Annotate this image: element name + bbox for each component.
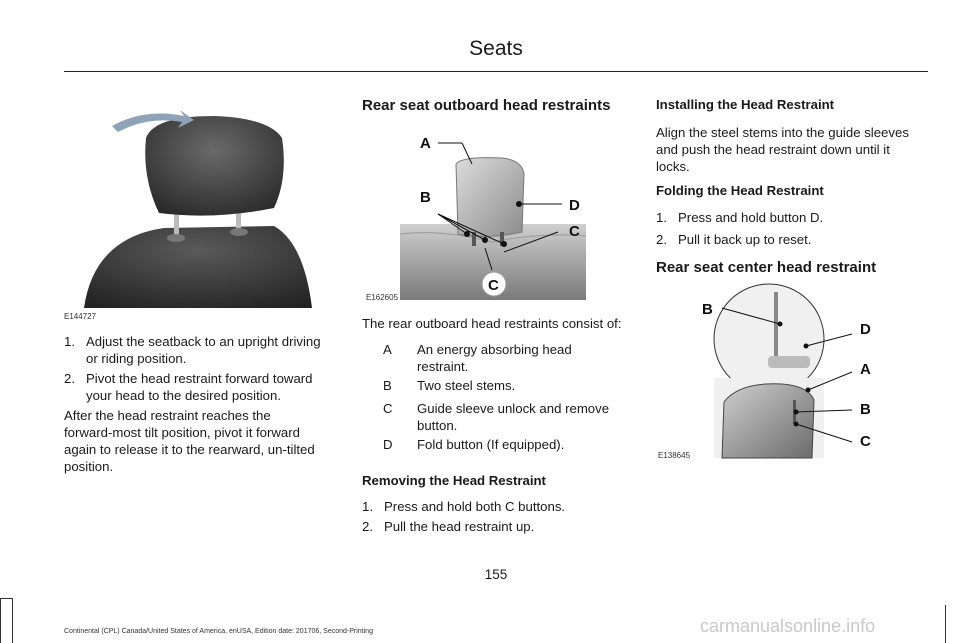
callout-label: D [860, 321, 871, 338]
callout-label: C [569, 223, 580, 240]
list-item: A An energy absorbing head restraint. [383, 342, 572, 374]
callout-label: B [860, 401, 871, 418]
callout-label: B [420, 189, 431, 206]
edition-note: Continental (CPL) Canada/United States o… [64, 628, 373, 635]
figure-code: E144727 [64, 312, 97, 321]
page-title: Seats [469, 37, 523, 60]
list-item: 1. Press and hold both C buttons. [362, 499, 566, 514]
watermark: carmanualsonline.info [700, 616, 876, 636]
list-item: 2. Pull it back up to reset. [656, 232, 812, 247]
outboard-head-restraint-figure: A B D C C [399, 135, 587, 300]
list-item: 1. Press and hold button D. [656, 210, 824, 225]
callout-label: C [860, 433, 871, 450]
subheading: Installing the Head Restraint [656, 97, 835, 112]
header-rule [64, 71, 928, 72]
page-number: 155 [484, 567, 508, 582]
head-restraint-tilt-figure [84, 110, 312, 308]
paragraph: The rear outboard head restraints consis… [362, 316, 622, 331]
callout-label: C [488, 277, 499, 294]
callout-label: A [860, 361, 871, 378]
list-item: B Two steel stems. [383, 378, 516, 393]
figure-code: E138645 [658, 451, 691, 460]
figure-code: E162605 [366, 293, 399, 302]
crop-mark [0, 598, 1, 643]
list-item: C Guide sleeve unlock and remove button. [383, 401, 610, 433]
list-item: 1. Adjust the seatback to an upright dri… [64, 334, 321, 366]
list-item: 2. Pivot the head restraint forward towa… [64, 371, 313, 403]
paragraph: After the head restraint reaches the for… [64, 408, 315, 474]
crop-mark [12, 598, 13, 643]
callout-label: D [569, 197, 580, 214]
crop-mark [0, 598, 12, 599]
center-head-restraint-figure: B D A B C [702, 283, 871, 459]
callout-label: A [420, 135, 431, 152]
list-item: D Fold button (If equipped). [383, 437, 565, 452]
section-heading: Rear seat center head restraint [656, 259, 877, 276]
subheading: Folding the Head Restraint [656, 183, 824, 198]
callout-label: B [702, 301, 713, 318]
list-item: 2. Pull the head restraint up. [362, 519, 535, 534]
paragraph: Align the steel stems into the guide sle… [656, 125, 909, 174]
crop-mark [945, 605, 946, 643]
subheading: Removing the Head Restraint [362, 473, 546, 488]
section-heading: Rear seat outboard head restraints [362, 97, 611, 114]
